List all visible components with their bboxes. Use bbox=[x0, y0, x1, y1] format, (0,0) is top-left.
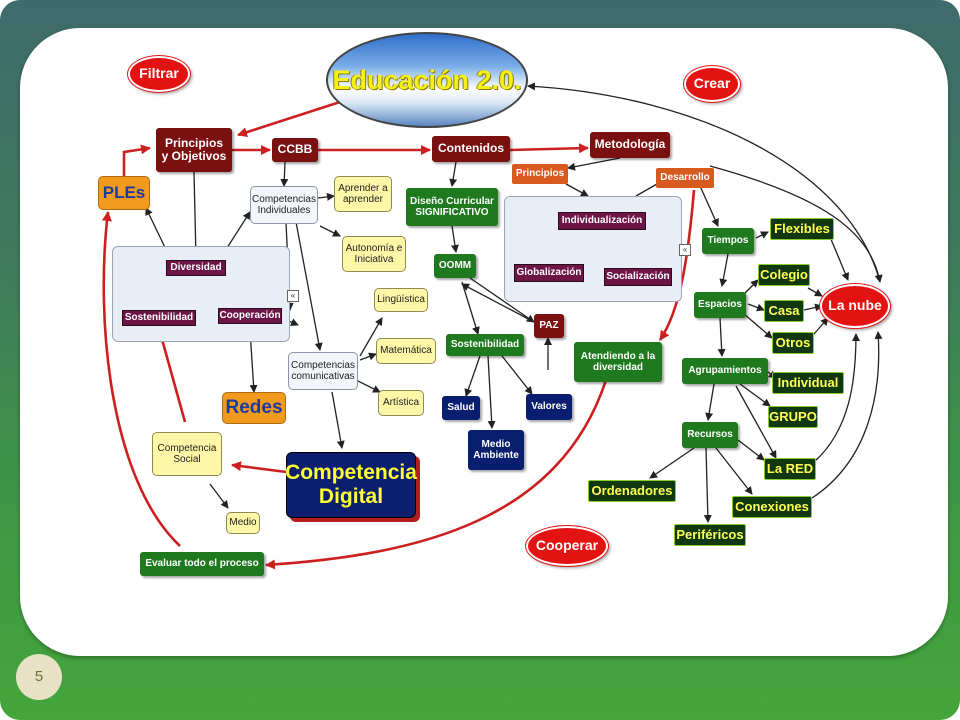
socializacion-node: Socialización bbox=[604, 268, 672, 286]
artistica-node: Artística bbox=[378, 390, 424, 416]
globalizacion-node: Globalización bbox=[514, 264, 584, 282]
desarrollo-node: Desarrollo bbox=[656, 168, 714, 188]
principios-objetivos-node: Principios y Objetivos bbox=[156, 128, 232, 172]
principios-method-node: Principios bbox=[512, 164, 568, 184]
competencias-comunicativas-node: Competencias comunicativas bbox=[288, 352, 358, 390]
linguistica-node: Lingüística bbox=[374, 288, 428, 312]
conexiones-tag: Conexiones bbox=[732, 496, 812, 518]
casa-tag: Casa bbox=[764, 300, 804, 322]
colegio-tag: Colegio bbox=[758, 264, 810, 286]
sostenibilidad-value-node: Sostenibilidad bbox=[122, 310, 196, 326]
matematica-node: Matemática bbox=[376, 338, 436, 364]
individual-tag: Individual bbox=[772, 372, 844, 394]
competencia-digital-node: Competencia Digital bbox=[285, 452, 417, 518]
atendiendo-diversidad-node: Atendiendo a la diversidad bbox=[574, 342, 662, 382]
valores-node: Valores bbox=[526, 394, 572, 420]
diversidad-node: Diversidad bbox=[166, 260, 226, 276]
ccbb-node: CCBB bbox=[272, 138, 318, 162]
filtrar-oval: Filtrar bbox=[128, 56, 190, 92]
competencias-individuales-node: Competencias Individuales bbox=[250, 186, 318, 224]
diseno-curricular-node: Diseño Curricular SIGNIFICATIVO bbox=[406, 188, 498, 226]
collapse-toggle-icon[interactable]: « bbox=[679, 244, 691, 256]
aprender-a-aprender-node: Aprender a aprender bbox=[334, 176, 392, 212]
autonomia-iniciativa-node: Autonomía e Iniciativa bbox=[342, 236, 406, 272]
paz-node: PAZ bbox=[534, 314, 564, 338]
evaluar-proceso-node: Evaluar todo el proceso bbox=[140, 552, 264, 576]
recursos-node: Recursos bbox=[682, 422, 738, 448]
medio-node: Medio bbox=[226, 512, 260, 534]
cooperacion-node: Cooperación bbox=[218, 308, 282, 324]
ples-node: PLEs bbox=[98, 176, 150, 210]
flexibles-tag: Flexibles bbox=[770, 218, 834, 240]
la-red-tag: La RED bbox=[764, 458, 816, 480]
individualizacion-node: Individualización bbox=[558, 212, 646, 230]
title-cloud-ellipse: Educación 2.0. bbox=[326, 32, 528, 128]
salud-node: Salud bbox=[442, 396, 480, 420]
redes-node: Redes bbox=[222, 392, 286, 424]
contenidos-node: Contenidos bbox=[432, 136, 510, 162]
la-nube-oval: La nube bbox=[820, 284, 890, 328]
sostenibilidad-curriculum-node: Sostenibilidad bbox=[446, 334, 524, 356]
map-title: Educación 2.0. bbox=[332, 64, 522, 95]
otros-tag: Otros bbox=[772, 332, 814, 354]
oomm-node: OOMM bbox=[434, 254, 476, 278]
metodologia-node: Metodología bbox=[590, 132, 670, 158]
collapse-toggle-icon[interactable]: « bbox=[287, 290, 299, 302]
perifericos-tag: Periféricos bbox=[674, 524, 746, 546]
medio-ambiente-node: Medio Ambiente bbox=[468, 430, 524, 470]
crear-oval: Crear bbox=[684, 66, 740, 102]
agrupamientos-node: Agrupamientos bbox=[682, 358, 768, 384]
slide-page-number: 5 bbox=[16, 654, 62, 700]
competencia-social-node: Competencia Social bbox=[152, 432, 222, 476]
espacios-node: Espacios bbox=[694, 292, 746, 318]
grupo-tag: GRUPO bbox=[768, 406, 818, 428]
tiempos-node: Tiempos bbox=[702, 228, 754, 254]
ordenadores-tag: Ordenadores bbox=[588, 480, 676, 502]
cooperar-oval: Cooperar bbox=[526, 526, 608, 566]
